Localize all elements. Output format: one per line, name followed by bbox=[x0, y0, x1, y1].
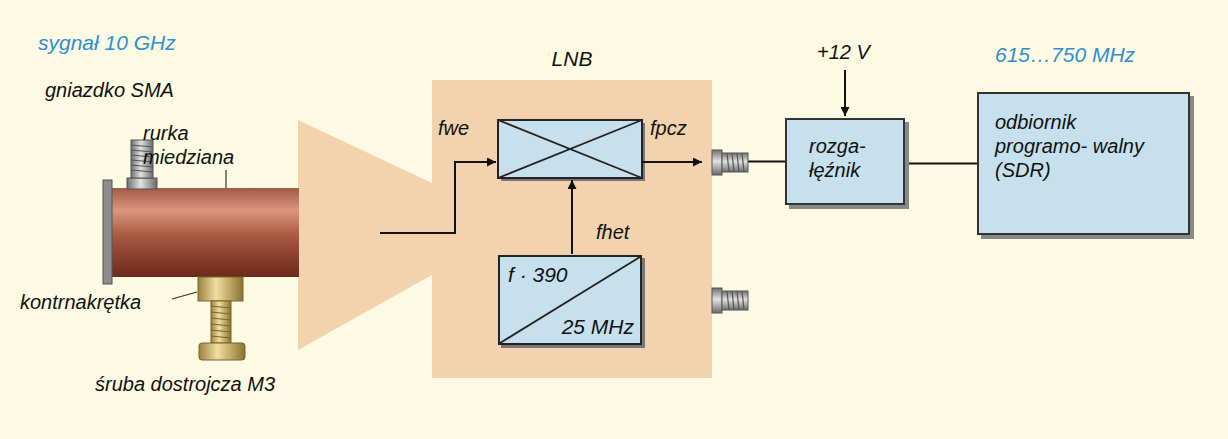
part-name: rurka miedziana bbox=[143, 121, 253, 169]
box-text: rozga- łęźnik bbox=[809, 134, 889, 182]
leader-line bbox=[225, 170, 226, 188]
supply-arrow bbox=[844, 70, 846, 116]
mixer-symbol bbox=[498, 120, 645, 181]
box-text: odbiornik programo- walny (SDR) bbox=[995, 110, 1145, 182]
signal-name: fhet bbox=[596, 220, 629, 244]
connector-line bbox=[905, 163, 977, 165]
lo-arrow bbox=[571, 180, 573, 254]
if-arrow bbox=[642, 161, 702, 163]
signal-name: fwe bbox=[438, 116, 469, 140]
signal-label: sygnał 10 GHz bbox=[38, 30, 176, 55]
supply-label: +12 V bbox=[817, 40, 870, 64]
synth-text: f · 390 bbox=[508, 262, 568, 287]
leader-line bbox=[172, 292, 197, 299]
copper-tube bbox=[110, 188, 299, 277]
splitter-box: rozga- łęźnik bbox=[785, 118, 905, 205]
synthesizer-box: f · 390 25 MHz bbox=[498, 255, 642, 345]
part-name: kontrnakrętka bbox=[20, 290, 141, 314]
box-heading: LNB bbox=[432, 46, 712, 71]
tube-flange bbox=[103, 180, 112, 284]
synth-text: 25 MHz bbox=[562, 314, 634, 339]
f-connector bbox=[712, 150, 748, 175]
signal-name: fpcz bbox=[650, 116, 687, 140]
part-name: gniazdko SMA bbox=[45, 78, 174, 102]
receiver-box: odbiornik programo- walny (SDR) bbox=[977, 92, 1190, 235]
frequency-range: 615…750 MHz bbox=[995, 42, 1135, 67]
f-connector bbox=[712, 288, 748, 313]
signal-arrow bbox=[380, 162, 496, 233]
part-name: śruba dostrojcza M3 bbox=[95, 372, 275, 396]
horn bbox=[298, 120, 432, 350]
tuning-screw bbox=[198, 277, 245, 360]
